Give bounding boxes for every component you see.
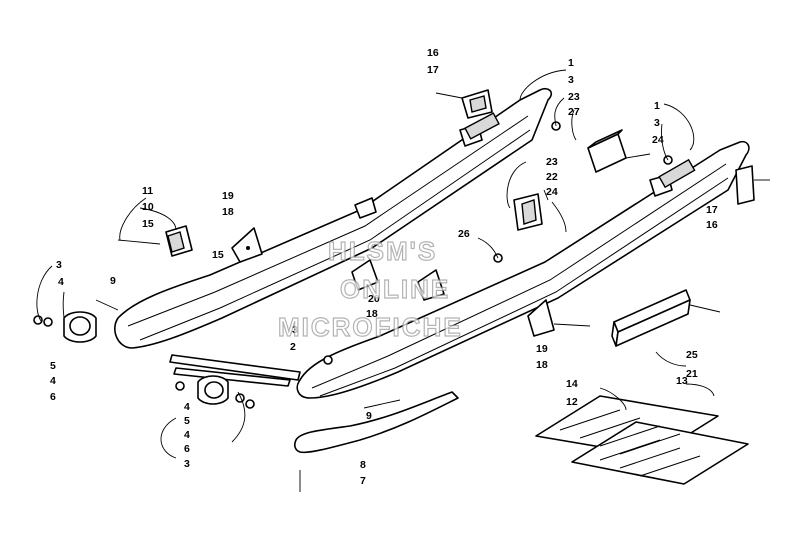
callout-16: 16 (706, 219, 718, 231)
callout-18: 18 (536, 359, 548, 371)
watermark-line-3: MICROFICHE (278, 312, 463, 342)
wheel-5-rear (33, 311, 97, 343)
callout-labels: 16 17 1 3 23 27 1 3 24 23 22 24 17 16 11… (50, 47, 718, 487)
callout-15: 15 (142, 218, 154, 230)
callout-10: 10 (142, 201, 154, 213)
callout-4: 4 (184, 429, 190, 441)
callout-3: 3 (568, 74, 574, 86)
callout-19: 19 (536, 343, 548, 355)
callout-1: 1 (568, 57, 574, 69)
end-block-right (735, 165, 770, 205)
fasteners (95, 121, 673, 492)
callout-17: 17 (427, 64, 439, 76)
callout-3: 3 (654, 117, 660, 129)
callout-4: 4 (50, 375, 56, 387)
callout-5: 5 (184, 415, 190, 427)
callout-18: 18 (222, 206, 234, 218)
callout-14: 14 (566, 378, 578, 390)
callout-16: 16 (427, 47, 439, 59)
callout-12: 12 (566, 396, 578, 408)
callout-11: 11 (142, 185, 153, 197)
callout-3: 3 (184, 458, 190, 470)
callout-5: 5 (50, 360, 56, 372)
callout-6: 6 (50, 391, 56, 403)
slider-block-27 (587, 129, 651, 173)
callout-24: 24 (546, 186, 558, 198)
callout-6: 6 (184, 443, 190, 455)
bracket-22 (513, 193, 543, 231)
callout-20: 20 (368, 293, 380, 305)
front-slide-rail (296, 140, 750, 399)
callout-9: 9 (366, 410, 372, 422)
callout-17: 17 (706, 204, 718, 216)
wear-strip (294, 391, 459, 454)
callout-23: 23 (568, 91, 580, 103)
callout-22: 22 (546, 171, 558, 183)
callout-leaders (36, 69, 715, 459)
callout-15: 15 (212, 249, 224, 261)
bracket-19-left (231, 227, 263, 263)
callout-24: 24 (652, 134, 664, 146)
callout-13: 13 (676, 375, 688, 387)
callout-8: 8 (360, 459, 366, 471)
callout-21: 21 (686, 368, 698, 380)
wheel-5-front (175, 375, 255, 409)
callout-3: 3 (292, 324, 298, 336)
callout-2: 2 (290, 341, 296, 353)
bracket-19-right (527, 299, 591, 337)
rear-slide-rail (114, 87, 553, 349)
callout-19: 19 (222, 190, 234, 202)
callout-4: 4 (184, 401, 190, 413)
callout-7: 7 (360, 475, 366, 487)
watermark: HLSM'S ONLINE MICROFICHE (277, 235, 463, 342)
watermark-line-1: HLSM'S (328, 236, 437, 266)
callout-18: 18 (366, 308, 378, 320)
cross-shaft (169, 354, 301, 387)
track-clips (535, 395, 749, 485)
upper-block-16-17 (435, 89, 493, 119)
callout-23: 23 (546, 156, 558, 168)
stopper-10 (117, 225, 193, 257)
track-guide-21 (611, 289, 721, 347)
callout-26: 26 (458, 228, 470, 240)
callout-4: 4 (58, 276, 64, 288)
callout-27: 27 (568, 106, 580, 118)
callout-3: 3 (56, 259, 62, 271)
callout-9: 9 (110, 275, 116, 287)
bracket-20 (351, 259, 445, 301)
callout-25: 25 (686, 349, 698, 361)
watermark-line-2: ONLINE (340, 274, 450, 304)
callout-1: 1 (654, 100, 660, 112)
